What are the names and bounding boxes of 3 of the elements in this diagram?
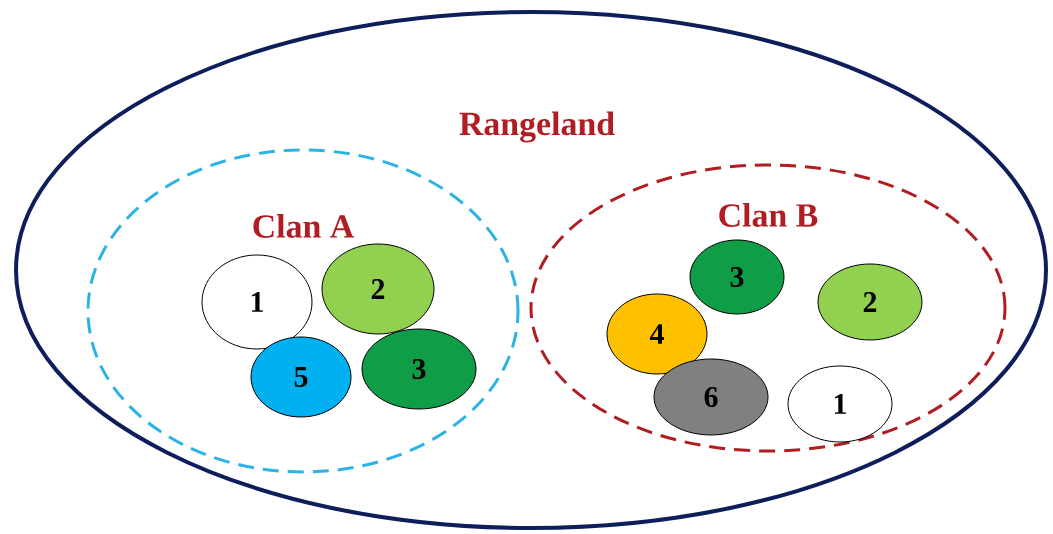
heading: Clan A <box>253 214 355 238</box>
heading: Clan B <box>719 203 818 227</box>
heading: Rangeland <box>459 111 615 143</box>
